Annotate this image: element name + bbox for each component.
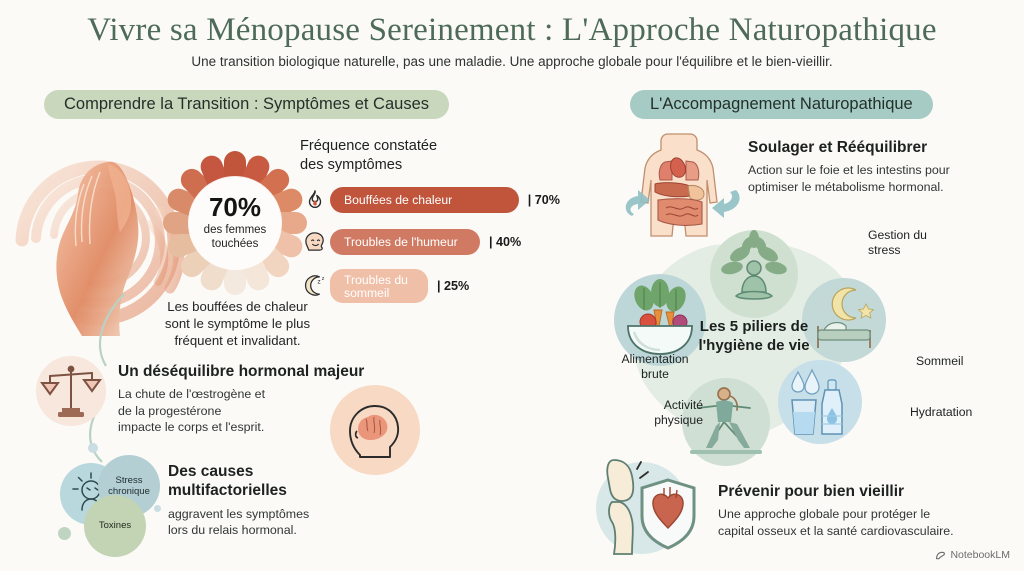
chart-bar[interactable]: Bouffées de chaleur bbox=[330, 186, 519, 213]
pillar-label-alimentation: Alimentation brute bbox=[621, 352, 689, 382]
body-organs-icon bbox=[625, 133, 740, 237]
causes-body: aggravent les symptômes lors du relais h… bbox=[168, 506, 310, 538]
chart-bar[interactable]: Troubles du sommeil bbox=[330, 268, 428, 303]
five-pillars-diagram: Les 5 piliers de l'hygiène de vie bbox=[604, 230, 904, 466]
stat-note: Les bouffées de chaleur sont le symptôme… bbox=[164, 299, 311, 349]
pillar-label-activite: Activité physique bbox=[654, 398, 703, 428]
relieve-heading: Soulager et Rééquilibrer bbox=[748, 139, 928, 156]
deco-dot bbox=[154, 505, 161, 512]
head-brain-icon bbox=[330, 385, 420, 475]
pillar-node-hydratation[interactable] bbox=[778, 360, 862, 444]
hormonal-heading: Un déséquilibre hormonal majeur bbox=[118, 363, 365, 380]
scales-icon bbox=[36, 356, 106, 426]
knee-heart-shield-icon bbox=[596, 458, 706, 558]
relieve-body: Action sur le foie et les intestins pour… bbox=[748, 163, 950, 194]
section-badge-right[interactable]: L'Accompagnement Naturopathique bbox=[630, 90, 933, 119]
pillar-node-stress[interactable] bbox=[710, 230, 798, 318]
face-mood-icon bbox=[300, 227, 330, 257]
pillar-node-sommeil[interactable] bbox=[802, 278, 886, 362]
section-badge-left[interactable]: Comprendre la Transition : Symptômes et … bbox=[44, 90, 449, 119]
symptom-frequency-chart: Fréquence constatée des symptômes Bouffé… bbox=[300, 137, 560, 315]
watermark: NotebookLM bbox=[935, 549, 1010, 561]
prevent-block: Prévenir pour bien vieillir Une approche… bbox=[718, 482, 1018, 539]
svg-text:z: z bbox=[321, 277, 324, 283]
stat-percent: 70% bbox=[208, 192, 262, 223]
chart-bar[interactable]: Troubles de l'humeur bbox=[330, 228, 480, 255]
watermark-label: NotebookLM bbox=[950, 549, 1010, 561]
page-title: Vivre sa Ménopause Sereinement : L'Appro… bbox=[87, 12, 937, 48]
pillar-node-alimentation[interactable] bbox=[614, 274, 706, 366]
pillar-label-sommeil: Sommeil bbox=[916, 354, 964, 368]
deco-dot bbox=[58, 527, 71, 540]
pillar-label-stress: Gestion du stress bbox=[868, 228, 927, 258]
page-subtitle: Une transition biologique naturelle, pas… bbox=[191, 54, 833, 69]
chart-bar-row: Troubles de l'humeur | 40% bbox=[300, 227, 560, 257]
chart-bar-row: Bouffées de chaleur | 70% bbox=[300, 185, 560, 215]
prevent-heading: Prévenir pour bien vieillir bbox=[718, 483, 905, 500]
causes-bubbles: Stress chronique Toxines bbox=[58, 443, 190, 557]
relieve-block: Soulager et Rééquilibrer Action sur le f… bbox=[748, 138, 1010, 195]
svg-text:z: z bbox=[317, 279, 321, 286]
chart-bars: Bouffées de chaleur | 70% Troubles de l'hu… bbox=[300, 185, 560, 303]
flame-icon bbox=[300, 185, 330, 215]
hormonal-block: Un déséquilibre hormonal majeur La chute… bbox=[118, 362, 378, 436]
pillar-label-hydratation: Hydratation bbox=[910, 405, 973, 419]
chart-title: Fréquence constatée des symptômes bbox=[300, 138, 438, 173]
chart-bar-value: | 25% bbox=[437, 278, 470, 293]
chart-bar-value: | 40% bbox=[489, 234, 522, 249]
causes-block: Des causes multifactorielles aggravent l… bbox=[168, 462, 368, 539]
notebooklm-icon bbox=[936, 551, 946, 559]
pillar-node-activite[interactable] bbox=[682, 378, 770, 466]
chart-bar-value: | 70% bbox=[527, 192, 560, 207]
bubble-toxines: Toxines bbox=[84, 495, 146, 557]
prevent-body: Une approche globale pour protéger le ca… bbox=[718, 507, 954, 538]
woman-silhouette-icon bbox=[15, 160, 185, 336]
hormonal-body: La chute de l'œstrogène et de la progest… bbox=[118, 387, 266, 435]
deco-dot bbox=[88, 443, 98, 453]
causes-heading: Des causes multifactorielles bbox=[168, 463, 287, 500]
pillars-center-label: Les 5 piliers de l'hygiène de vie bbox=[698, 318, 810, 354]
